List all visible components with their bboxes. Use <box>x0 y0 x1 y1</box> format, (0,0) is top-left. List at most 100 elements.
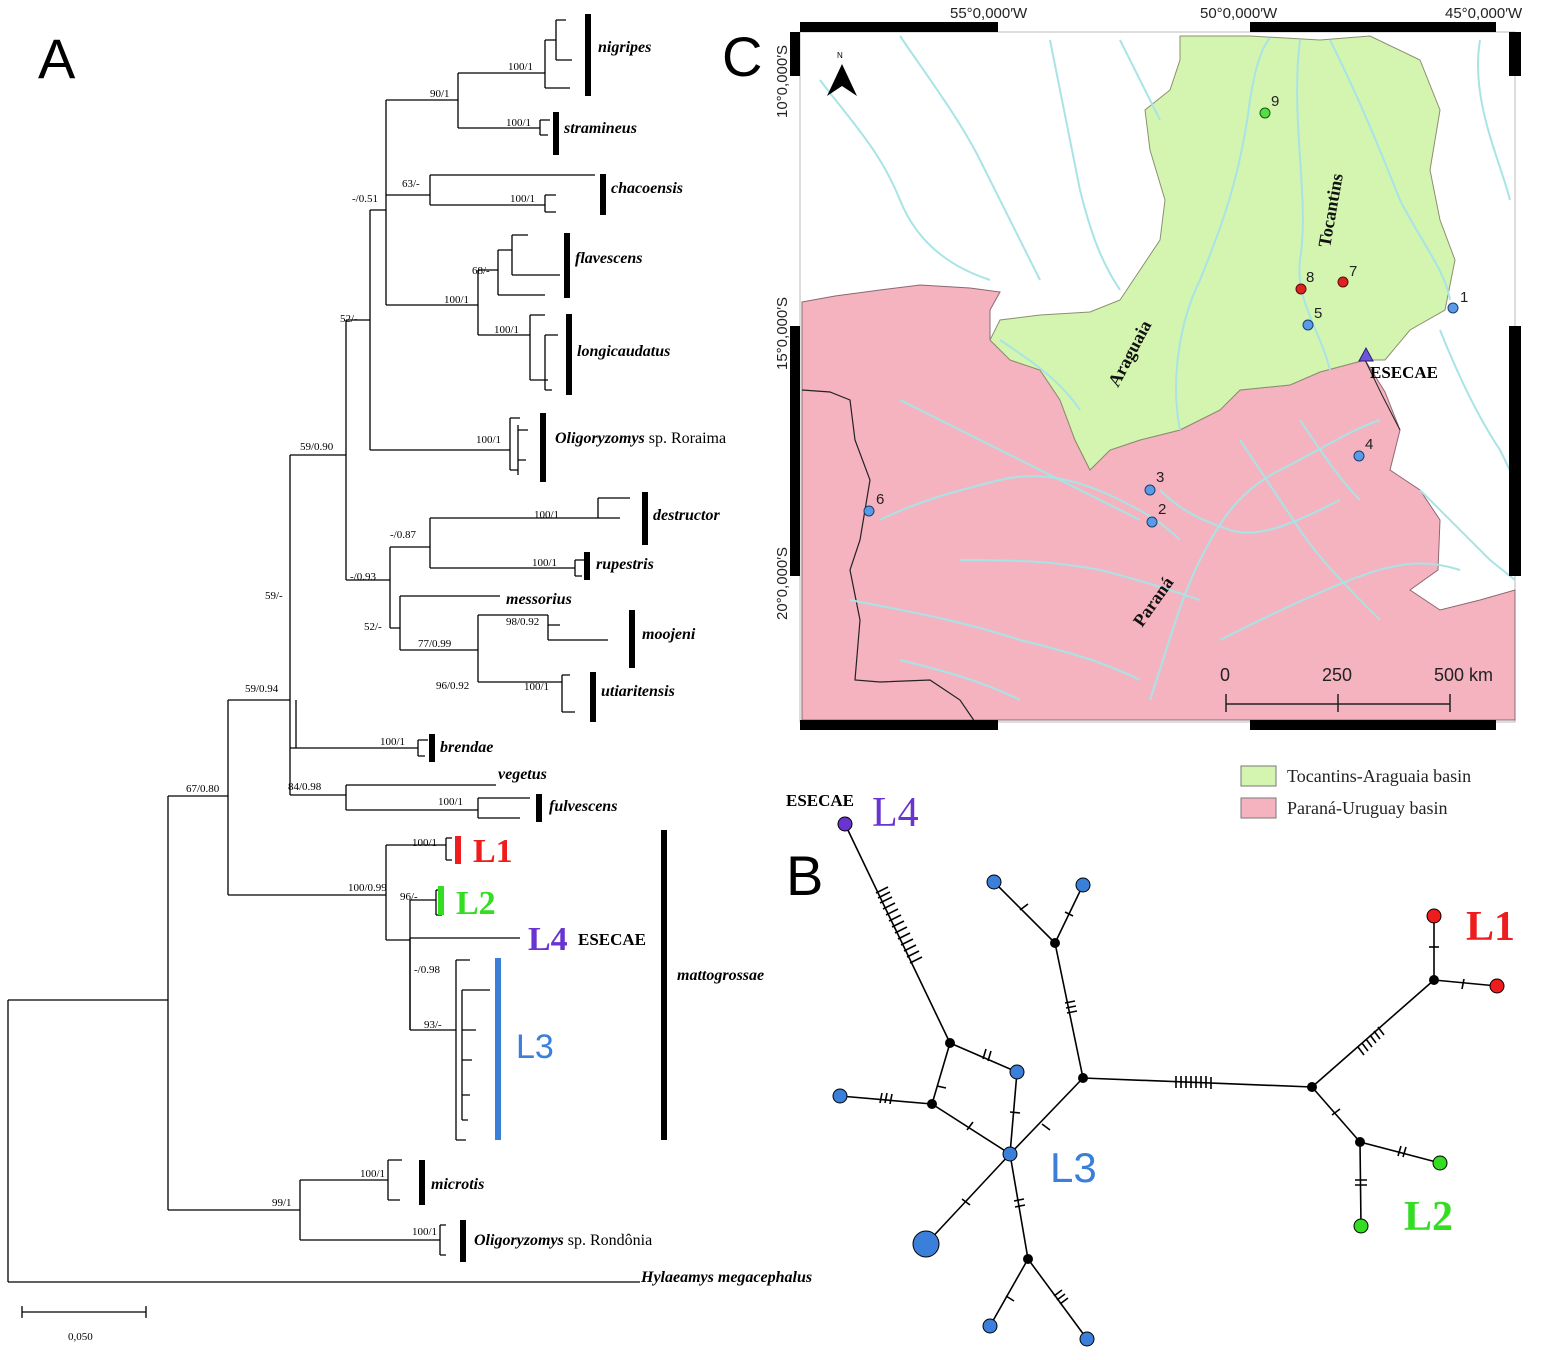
network-label-l4: L4 <box>872 790 919 836</box>
support-values: 100/1 90/1 100/1 63/- -/0.51 100/1 68/- … <box>186 61 559 1238</box>
support-value: -/0.93 <box>350 571 376 583</box>
panel-label-c: C <box>722 25 762 88</box>
support-value: 100/1 <box>412 1226 437 1238</box>
support-value: -/0.87 <box>390 529 416 541</box>
support-value: 67/0.80 <box>186 783 220 795</box>
taxon-fulvescens: fulvescens <box>549 798 617 815</box>
site-number: 1 <box>1460 289 1468 306</box>
taxon-moojeni: moojeni <box>642 626 696 643</box>
support-value: 59/0.94 <box>245 683 279 695</box>
esecae-triangle-icon <box>1358 346 1374 362</box>
haplotype-node-l2 <box>1432 1155 1448 1171</box>
support-value: 100/1 <box>476 434 501 446</box>
median-vector-node <box>1078 1073 1088 1083</box>
support-value: 100/1 <box>412 837 437 849</box>
support-value: 59/0.90 <box>300 441 334 453</box>
taxon-microtis: microtis <box>431 1176 484 1193</box>
support-value: 100/0.99 <box>348 882 387 894</box>
north-label: N <box>837 51 843 60</box>
site-marker <box>1353 450 1365 462</box>
taxon-chacoensis: chacoensis <box>611 180 683 197</box>
site-number: 2 <box>1158 501 1166 518</box>
support-value: 93/- <box>424 1019 442 1031</box>
support-value: 100/1 <box>532 557 557 569</box>
latitude-label: 15°0,000′S <box>774 297 791 370</box>
map-frame-ticks <box>790 22 1521 730</box>
taxon-mattogrossae: mattogrossae <box>677 967 764 984</box>
taxon-longicaudatus: longicaudatus <box>577 343 670 360</box>
site-number: 9 <box>1271 93 1279 110</box>
median-vector-node <box>1429 975 1439 985</box>
support-value: 100/1 <box>360 1168 385 1180</box>
site-marker <box>1337 276 1349 288</box>
legend-label-tocantins: Tocantins-Araguaia basin <box>1287 766 1471 786</box>
median-vector-node <box>1355 1137 1365 1147</box>
support-value: 99/1 <box>272 1197 292 1209</box>
site-marker <box>863 505 875 517</box>
map-scale-bar: 0 250 500 km <box>1220 665 1493 712</box>
map-legend: Tocantins-Araguaia basin Paraná-Uruguay … <box>1240 765 1471 819</box>
median-vector-node <box>1307 1082 1317 1092</box>
haplotype-node-l1 <box>1489 978 1505 994</box>
tocantins-basin <box>989 35 1456 471</box>
scale-label: 250 <box>1322 665 1352 685</box>
tree-scale-label: 0,050 <box>68 1331 93 1343</box>
support-value: 100/1 <box>380 736 405 748</box>
taxon-labels: nigripes stramineus chacoensis flavescen… <box>431 39 812 1286</box>
legend-swatch-parana <box>1240 797 1277 819</box>
taxon-destructor: destructor <box>653 507 720 524</box>
latitude-label: 10°0,000′S <box>774 45 791 118</box>
haplotype-node-l3 <box>986 874 1002 890</box>
map: C <box>722 5 1523 819</box>
border-line <box>801 389 976 723</box>
sampling-sites: 1 2 3 4 5 6 7 8 9 ESECAE <box>863 93 1468 528</box>
tree-label-l1: L1 <box>473 833 513 870</box>
median-vector-node <box>1050 938 1060 948</box>
site-number: 4 <box>1365 436 1373 453</box>
site-marker <box>1146 516 1158 528</box>
site-marker <box>1295 283 1307 295</box>
scale-label: 0 <box>1220 665 1230 685</box>
network-label-esecae: ESECAE <box>786 791 854 810</box>
support-value: 100/1 <box>508 61 533 73</box>
taxon-rupestris: rupestris <box>596 556 654 573</box>
haplotype-network: B <box>786 790 1515 1347</box>
site-number: 6 <box>876 491 884 508</box>
support-value: -/0.98 <box>414 964 440 976</box>
support-value: 100/1 <box>494 324 519 336</box>
border-line <box>1364 359 1401 431</box>
network-label-l2: L2 <box>1404 1194 1453 1240</box>
haplotype-node-l3 <box>1009 1064 1025 1080</box>
taxon-roraima: Oligoryzomys sp. Roraima <box>555 430 726 447</box>
tree-scale-bar: 0,050 <box>21 1306 147 1343</box>
longitude-label: 50°0,000′W <box>1200 5 1278 22</box>
support-value: 98/0.92 <box>506 616 539 628</box>
support-value: 100/1 <box>524 681 549 693</box>
map-label-esecae: ESECAE <box>1370 363 1438 382</box>
mutation-ticks <box>875 886 1465 1305</box>
support-value: 96/- <box>400 891 418 903</box>
site-number: 3 <box>1156 469 1164 486</box>
taxon-flavescens: flavescens <box>575 250 643 267</box>
support-value: 100/1 <box>534 509 559 521</box>
tree-label-esecae: ESECAE <box>578 930 646 949</box>
scale-label: 500 km <box>1434 665 1493 685</box>
longitude-label: 55°0,000′W <box>950 5 1028 22</box>
haplotype-node-l4 <box>837 816 853 832</box>
network-edges <box>839 823 1498 1340</box>
phylogenetic-tree: A <box>7 14 812 1343</box>
tree-branches <box>7 19 640 1283</box>
support-value: 59/- <box>265 590 283 602</box>
taxon-nigripes: nigripes <box>598 39 651 56</box>
haplotype-node-l3 <box>1075 877 1091 893</box>
haplotype-node-l3 <box>832 1088 848 1104</box>
haplotype-node-l3 <box>982 1318 998 1334</box>
support-value: 52/- <box>340 313 358 325</box>
support-value: 52/- <box>364 621 382 633</box>
support-value: 84/0.98 <box>288 781 322 793</box>
taxon-utiaritensis: utiaritensis <box>601 683 675 700</box>
support-value: -/0.51 <box>352 193 378 205</box>
tree-label-l2: L2 <box>456 885 496 922</box>
legend-label-parana: Paraná-Uruguay basin <box>1287 798 1447 818</box>
